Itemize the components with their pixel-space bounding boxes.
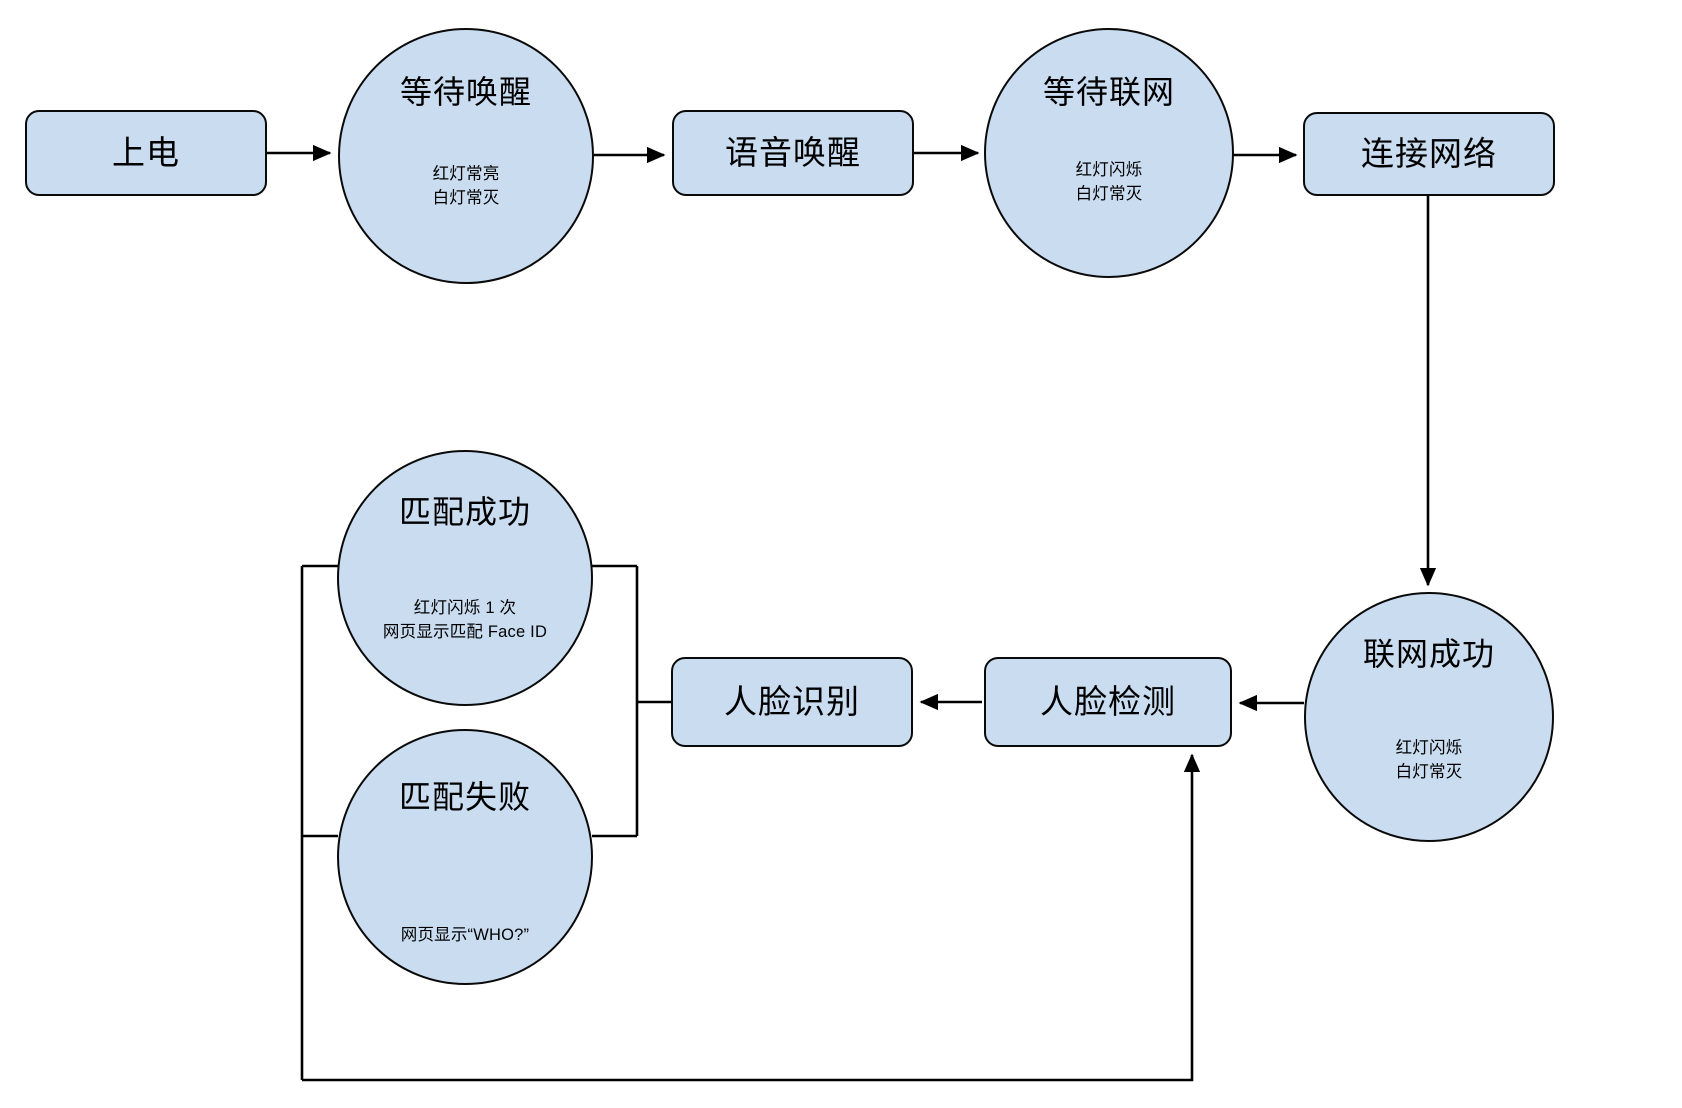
node-match-fail-label: 匹配失败: [398, 779, 531, 815]
node-network-success-label: 联网成功: [1362, 636, 1495, 672]
node-face-recognize-label: 人脸识别: [724, 683, 860, 721]
node-match-success-sub: 红灯闪烁 1 次 网页显示匹配 Face ID: [382, 598, 548, 641]
node-match-success[interactable]: 匹配成功 红灯闪烁 1 次 网页显示匹配 Face ID: [337, 450, 593, 706]
node-face-detect-label: 人脸检测: [1040, 683, 1176, 721]
edge-face-recognize-branch: [592, 564, 671, 838]
node-network-success[interactable]: 联网成功 红灯闪烁 白灯常灭: [1304, 592, 1554, 842]
node-wait-wakeup[interactable]: 等待唤醒 红灯常亮 白灯常灭: [338, 28, 594, 284]
node-network-success-sub: 红灯闪烁 白灯常灭: [1395, 738, 1463, 781]
node-connect-network[interactable]: 连接网络: [1303, 112, 1555, 196]
node-voice-wakeup[interactable]: 语音唤醒: [672, 110, 914, 196]
node-power-on[interactable]: 上电: [25, 110, 267, 196]
node-face-detect[interactable]: 人脸检测: [984, 657, 1232, 747]
node-match-fail[interactable]: 匹配失败 网页显示“WHO?”: [337, 729, 593, 985]
node-match-success-label: 匹配成功: [398, 494, 531, 530]
node-power-on-label: 上电: [112, 134, 180, 172]
node-wait-network-sub: 红灯闪烁 白灯常灭: [1075, 160, 1143, 203]
node-wait-wakeup-sub: 红灯常亮 白灯常灭: [432, 164, 500, 207]
node-match-fail-sub: 网页显示“WHO?”: [400, 925, 530, 944]
node-wait-wakeup-label: 等待唤醒: [399, 74, 532, 110]
node-wait-network[interactable]: 等待联网 红灯闪烁 白灯常灭: [984, 28, 1234, 278]
node-connect-network-label: 连接网络: [1361, 135, 1497, 173]
edge-match-left-bracket: [300, 564, 338, 1080]
node-face-recognize[interactable]: 人脸识别: [671, 657, 913, 747]
node-wait-network-label: 等待联网: [1042, 74, 1175, 110]
node-voice-wakeup-label: 语音唤醒: [725, 134, 861, 172]
